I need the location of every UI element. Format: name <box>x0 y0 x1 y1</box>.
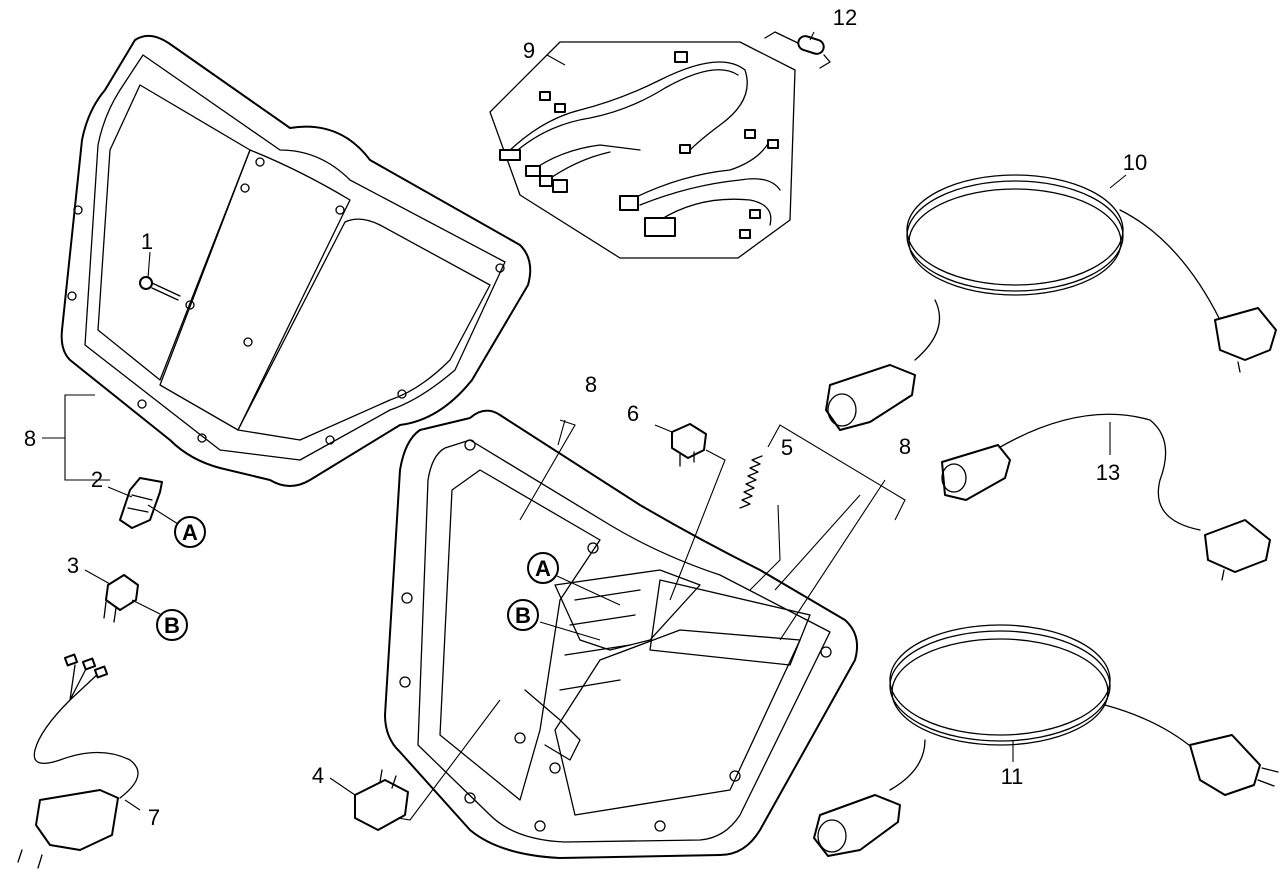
callout-7: 7 <box>148 805 160 830</box>
callout-4: 4 <box>312 763 324 788</box>
extension-cord-11 <box>813 624 1279 857</box>
callout-9: 9 <box>523 38 535 63</box>
callout-10: 10 <box>1123 150 1147 175</box>
callout-13: 13 <box>1096 460 1120 485</box>
callout-8-right: 8 <box>899 434 911 459</box>
switch-part <box>103 574 139 623</box>
callout-8-center: 8 <box>585 372 597 397</box>
callout-1: 1 <box>141 229 153 254</box>
callout-6: 6 <box>627 401 639 426</box>
fuse-part <box>764 31 831 69</box>
callout-labels: 1 2 3 4 5 6 7 8 8 8 9 10 11 12 13 <box>24 5 1147 830</box>
spring-part <box>739 455 763 509</box>
badge-a-left-label: A <box>182 520 198 545</box>
clip-part <box>119 477 163 529</box>
badge-b-center-label: B <box>515 603 531 628</box>
badge-b-left: B <box>156 609 188 641</box>
badge-a-left: A <box>174 516 206 548</box>
top-frame-cover <box>60 34 532 487</box>
callout-11: 11 <box>1001 764 1024 789</box>
extension-cord-13 <box>941 413 1271 581</box>
extension-cord-10 <box>825 174 1277 431</box>
relay-part <box>671 423 707 467</box>
screw-part <box>139 276 181 301</box>
callout-3: 3 <box>67 553 79 578</box>
leader-lines <box>42 31 1127 821</box>
base-frame <box>384 409 858 859</box>
callout-2: 2 <box>91 467 103 492</box>
badge-a-center: A <box>527 552 559 584</box>
badge-a-center-label: A <box>535 556 551 581</box>
power-cable-part <box>17 653 139 869</box>
badge-b-center: B <box>507 599 539 631</box>
badge-b-left-label: B <box>164 613 180 638</box>
wiring-harness-part <box>489 41 796 259</box>
callout-8-left: 8 <box>24 426 36 451</box>
connector-part <box>354 769 409 831</box>
callout-12: 12 <box>833 5 857 30</box>
callout-5: 5 <box>781 435 793 460</box>
